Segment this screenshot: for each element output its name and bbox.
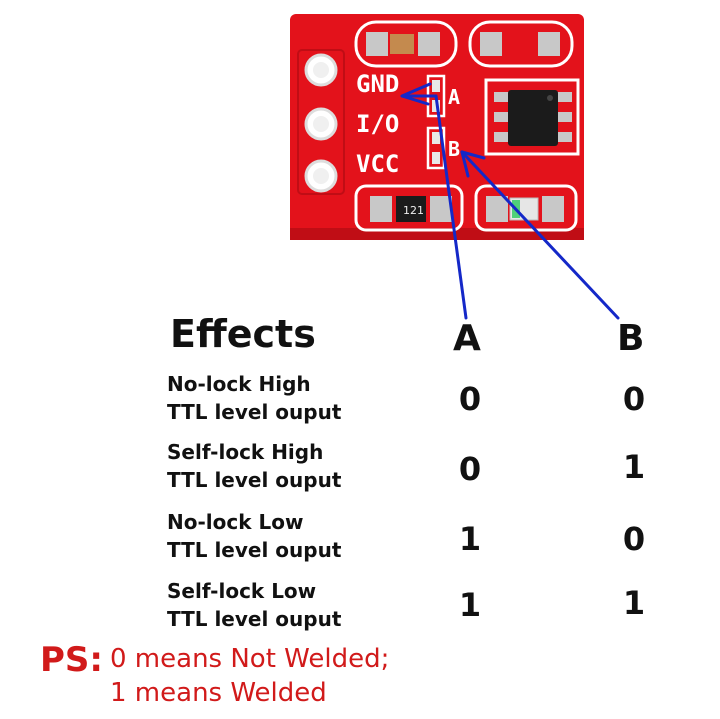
resistor-code: 121: [403, 204, 424, 217]
ps-note-line2: 1 means Welded: [110, 678, 327, 708]
silk-outline-bottom-right: [474, 184, 578, 232]
ic-pad: [494, 92, 510, 102]
row-label-line1: Self-lock Low: [167, 579, 317, 603]
row-label-line2: TTL level ouput: [167, 400, 342, 424]
jumper-a-pad-top: [432, 80, 440, 92]
row-a-value: 1: [458, 520, 482, 558]
silk-outline-top-left: [354, 20, 458, 68]
ic-pad: [556, 132, 572, 142]
pin-header: [297, 49, 345, 195]
row-b-value: 0: [622, 380, 646, 418]
row-b-value: 1: [622, 584, 646, 622]
row-a-value: 1: [458, 586, 482, 624]
silk-outline-top-right: [468, 20, 574, 68]
ic-chip: [508, 90, 558, 146]
pad: [486, 196, 508, 222]
row-label-line1: No-lock High: [167, 372, 311, 396]
ic-pad: [556, 112, 572, 122]
pad: [538, 32, 560, 56]
row-b-value: 0: [622, 520, 646, 558]
row-b-value: 1: [622, 448, 646, 486]
pad-label-b: B: [448, 137, 460, 161]
pad: [418, 32, 440, 56]
touch-sensor-board: GND I/O VCC A B 121: [290, 14, 620, 320]
ps-note-label: PS:: [40, 640, 104, 680]
ps-note-line1: 0 means Not Welded;: [110, 644, 390, 674]
pin-label-io: I/O: [356, 110, 399, 138]
row-label: Self-lock Low TTL level ouput: [167, 577, 397, 633]
row-label-line1: Self-lock High: [167, 440, 324, 464]
pin-label-gnd: GND: [356, 70, 399, 98]
pad: [370, 196, 392, 222]
pad: [366, 32, 388, 56]
silk-outline-bottom-left: [354, 184, 464, 232]
jumper-b-pad-bottom: [432, 152, 440, 164]
pad-label-a: A: [448, 85, 460, 109]
row-label-line2: TTL level ouput: [167, 538, 342, 562]
effects-heading: Effects: [170, 312, 316, 356]
pad: [542, 196, 564, 222]
row-label-line2: TTL level ouput: [167, 607, 342, 631]
pin-label-vcc: VCC: [356, 150, 399, 178]
row-label-line2: TTL level ouput: [167, 468, 342, 492]
ic-pad: [494, 132, 510, 142]
ic-pad: [494, 112, 510, 122]
pad: [430, 196, 452, 222]
row-a-value: 0: [458, 380, 482, 418]
row-label: No-lock High TTL level ouput: [167, 370, 397, 426]
row-label: No-lock Low TTL level ouput: [167, 508, 397, 564]
column-b-heading: B: [617, 318, 645, 359]
resistor: [396, 196, 426, 222]
arrow-b: [460, 150, 620, 320]
jumper-b-pad-top: [432, 132, 440, 144]
ic-pad: [556, 92, 572, 102]
row-a-value: 0: [458, 450, 482, 488]
row-label-line1: No-lock Low: [167, 510, 304, 534]
row-label: Self-lock High TTL level ouput: [167, 438, 397, 494]
column-a-heading: A: [453, 318, 481, 359]
capacitor: [390, 34, 414, 54]
pad: [480, 32, 502, 56]
arrow-a: [400, 82, 468, 320]
silk-outline-chip: [484, 78, 580, 156]
